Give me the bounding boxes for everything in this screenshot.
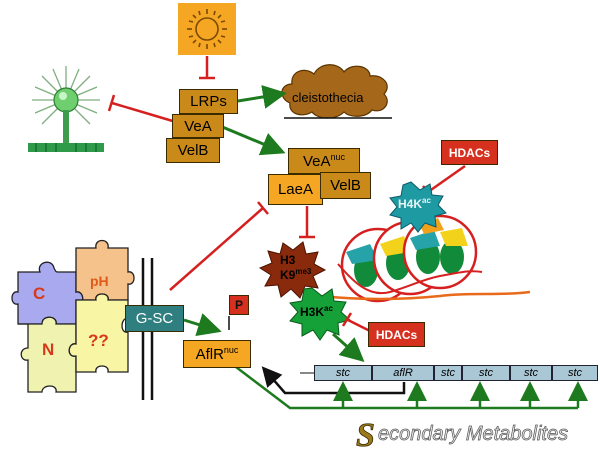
puzzle-c-label: C xyxy=(33,284,46,303)
gsc-inhibit-bar xyxy=(257,201,269,215)
puzzle-icon xyxy=(11,239,135,393)
cleistothecia-label: cleistothecia xyxy=(292,90,364,105)
secondary-metabolites-logo: S econdary Metabolites xyxy=(356,417,569,453)
gsc-label: G-SC xyxy=(135,310,174,327)
h3k-ac-label: H3Kac xyxy=(300,304,333,319)
lrps-inhibit-bar xyxy=(107,94,116,112)
vea-nuc-label: VeAnuc xyxy=(302,152,346,170)
h4k-ac-star xyxy=(389,181,447,233)
h3-k9me3-star xyxy=(258,241,327,299)
hdacs-bottom-label: HDACs xyxy=(375,327,418,342)
aflr-activation-path xyxy=(235,366,578,410)
puzzle-ph-label: pH xyxy=(90,273,109,289)
gsc-inhibit-line xyxy=(169,207,264,291)
hdacs-bottom-inhibit-bar xyxy=(341,312,353,327)
aflr-nuc-label: AflRnuc xyxy=(195,345,239,363)
hdacs-top-inhibit-line xyxy=(427,164,466,194)
h3-k9me3-label: H3 K9me3 xyxy=(280,253,312,282)
lrps-to-cleistothecia-arrow xyxy=(237,85,287,109)
hdacs-top-box: HDACs xyxy=(441,140,498,165)
gsc-box: G-SC xyxy=(125,305,184,332)
gene-stc-3: stc xyxy=(462,365,510,381)
lrps-inhibit-line xyxy=(111,101,177,124)
svg-text:S: S xyxy=(356,417,375,453)
velb-box: VelB xyxy=(166,138,220,163)
gene-stc-4: stc xyxy=(510,365,552,381)
velb2-label: VelB xyxy=(330,177,361,194)
lrps-box: LRPs xyxy=(179,89,238,114)
hdacs-bottom-box: HDACs xyxy=(368,322,425,347)
velb-label: VelB xyxy=(177,142,209,159)
velb2-box: VelB xyxy=(320,172,371,199)
vea-box: VeA xyxy=(172,114,224,138)
h3kac-to-cluster-arrow xyxy=(332,332,365,362)
h3k-ac-star xyxy=(289,287,352,341)
h4k-ac-label: H4Kac xyxy=(398,196,431,211)
gene-stc-2: stc xyxy=(434,365,462,381)
conidiophore-icon xyxy=(28,66,104,152)
vea-label: VeA xyxy=(184,117,212,135)
p-label: P xyxy=(234,298,243,312)
sun-icon xyxy=(178,3,236,55)
laea-box: LaeA xyxy=(268,174,323,205)
vea-nuc-box: VeAnuc xyxy=(288,148,360,174)
svg-text:econdary Metabolites: econdary Metabolites xyxy=(378,423,568,445)
lrps-label: LRPs xyxy=(190,93,227,110)
laea-label: LaeA xyxy=(277,181,314,198)
puzzle-unknown-label: ?? xyxy=(88,331,109,350)
hdacs-top-label: HDACs xyxy=(448,145,491,160)
gene-aflr: aflR xyxy=(372,365,434,381)
aflr-activation-arrows xyxy=(333,381,588,408)
puzzle-n-label: N xyxy=(42,340,55,359)
aflr-nuc-box: AflRnuc xyxy=(183,340,251,368)
p-flag-box: P xyxy=(229,295,249,315)
gene-stc-5: stc xyxy=(552,365,598,381)
nucleosome-icon xyxy=(319,214,531,303)
vea-to-nucleus-arrow xyxy=(219,124,286,156)
gene-stc-1: stc xyxy=(314,365,372,381)
gsc-to-aflr-arrow xyxy=(183,313,222,337)
